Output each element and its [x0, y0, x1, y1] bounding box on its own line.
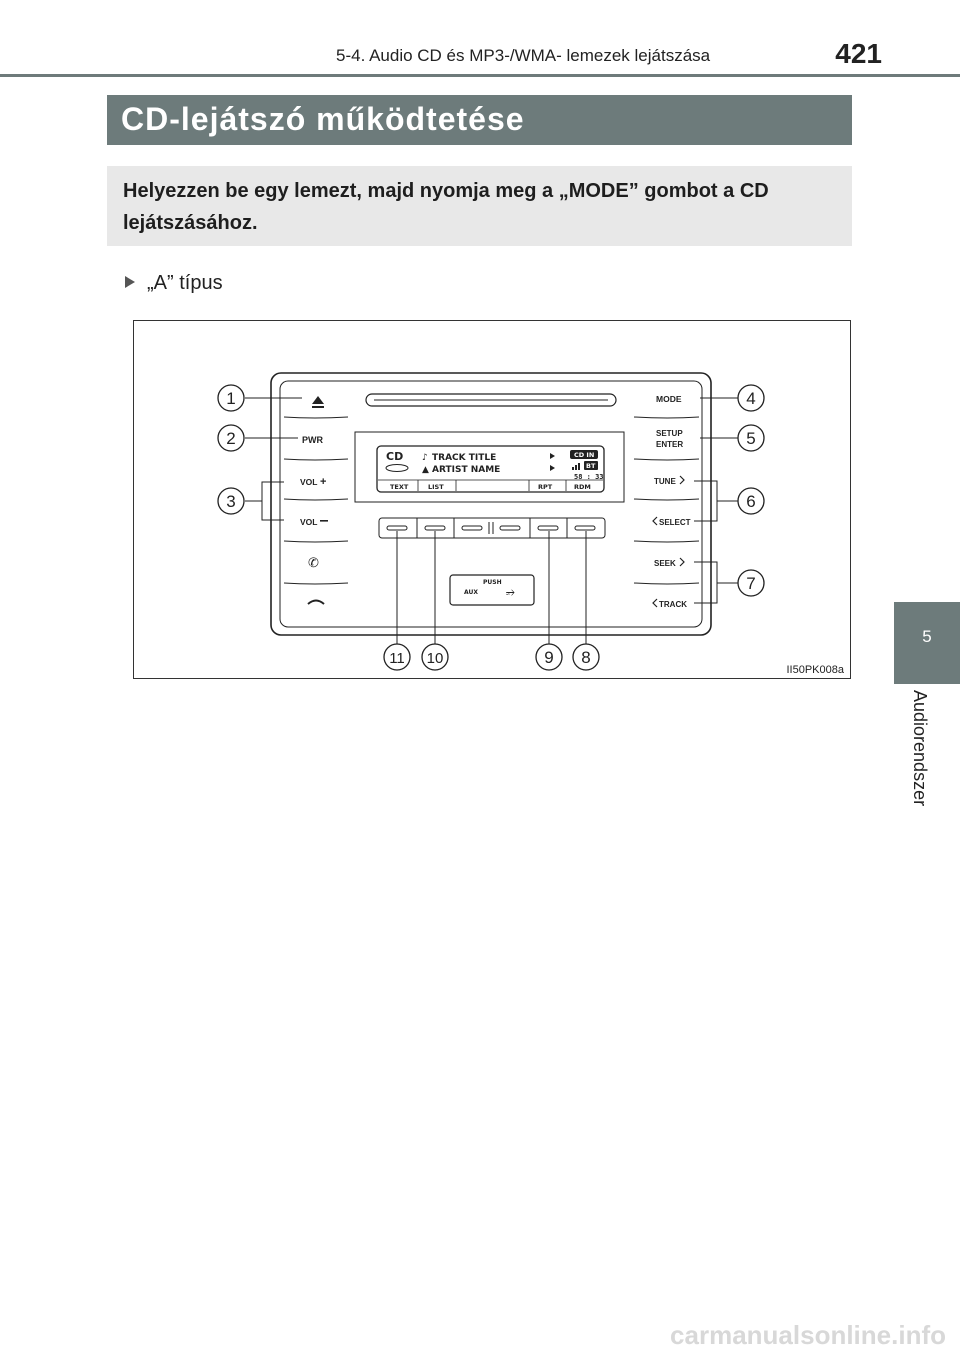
softkey-list: LIST	[428, 483, 444, 491]
watermark: carmanualsonline.info	[670, 1320, 946, 1350]
bt-badge	[584, 461, 598, 470]
minus-icon	[320, 520, 328, 522]
callout-1: 1	[226, 389, 235, 408]
preset-buttons	[386, 518, 596, 538]
right-button-dividers	[633, 416, 700, 585]
callout-3: 3	[226, 492, 235, 511]
figure-code: II50PK008a	[786, 664, 845, 676]
display-screen	[376, 445, 605, 493]
tune-button[interactable]: TUNE	[654, 477, 676, 486]
music-note-icon: ♪	[422, 453, 428, 463]
callout-6: 6	[746, 492, 755, 511]
cd-in-badge-text: CD IN	[574, 451, 594, 459]
header-rule	[0, 74, 960, 77]
callout-2: 2	[226, 429, 235, 448]
track-chevron-left-icon	[652, 598, 658, 608]
type-item: „A” típus	[125, 272, 223, 295]
audio-unit-figure: PWR VOL + VOL ✆ MODE SETUP ENTER TUNE SE…	[133, 320, 851, 679]
setup-button-label[interactable]: SETUP	[656, 429, 683, 438]
preset-button-row	[378, 517, 606, 539]
vol-up-button[interactable]: VOL	[300, 477, 317, 487]
aux-label: AUX	[464, 589, 478, 596]
callout-10: 10	[427, 650, 444, 667]
scroll-arrow-icon	[550, 453, 555, 459]
callout-8: 8	[581, 648, 590, 667]
phone-hangup-icon[interactable]	[307, 599, 325, 605]
intro-text: Helyezzen be egy lemezt, majd nyomja meg…	[123, 180, 769, 234]
select-chevron-left-icon	[652, 516, 658, 526]
pwr-button[interactable]: PWR	[302, 435, 323, 445]
callout-11: 11	[389, 650, 405, 667]
cd-slot	[365, 393, 617, 407]
display-time: 58 : 33	[574, 473, 604, 481]
eject-icon[interactable]	[312, 396, 324, 404]
faceplate-inner	[279, 380, 703, 628]
display-bezel	[354, 431, 625, 503]
push-label: PUSH	[483, 579, 502, 586]
seek-chevron-right-icon	[679, 557, 685, 567]
display-line1: TRACK TITLE	[432, 453, 496, 463]
display-source: CD	[386, 450, 403, 463]
callout-leaders	[245, 397, 741, 645]
enter-button-label[interactable]: ENTER	[656, 440, 683, 449]
plus-icon: +	[320, 476, 326, 488]
phone-pickup-icon[interactable]: ✆	[308, 556, 319, 571]
vol-down-button[interactable]: VOL	[300, 517, 317, 527]
type-label: „A” típus	[147, 272, 223, 294]
header-section-title: 5-4. Audio CD és MP3-/WMA- lemezek leját…	[336, 46, 711, 65]
chapter-tab: 5	[894, 602, 960, 684]
callouts: 1 2 3 4 5 6 7 8 9 10 11	[217, 384, 765, 671]
callout-5: 5	[746, 429, 755, 448]
select-button[interactable]: SELECT	[659, 518, 691, 527]
callout-9: 9	[544, 648, 553, 667]
eject-icon-bar	[312, 406, 324, 408]
callout-7: 7	[746, 574, 755, 593]
callout-4: 4	[746, 389, 755, 408]
tune-chevron-right-icon	[679, 475, 685, 485]
aux-usb-port[interactable]	[449, 574, 535, 606]
page-number: 421	[835, 38, 882, 69]
chapter-number: 5	[922, 627, 932, 646]
audio-unit-illustration: PWR VOL + VOL ✆ MODE SETUP ENTER TUNE SE…	[217, 372, 765, 671]
usb-icon: ⭌	[506, 585, 515, 598]
section-title-bar: CD-lejátszó működtetése	[107, 95, 852, 145]
intro-box: Helyezzen be egy lemezt, majd nyomja meg…	[107, 166, 852, 246]
cd-in-badge	[570, 450, 598, 459]
mode-button[interactable]: MODE	[656, 394, 682, 404]
bullet-arrow-icon	[125, 275, 135, 288]
softkey-rdm: RDM	[574, 483, 591, 491]
chapter-label: Audiorendszer	[910, 690, 930, 807]
track-button[interactable]: TRACK	[659, 600, 687, 609]
softkey-text: TEXT	[390, 483, 409, 491]
section-title: CD-lejátszó működtetése	[121, 101, 525, 137]
faceplate-outer	[270, 372, 712, 636]
disc-icon	[385, 464, 409, 472]
softkey-rpt: RPT	[538, 483, 553, 491]
display-line2: ARTIST NAME	[432, 465, 500, 475]
scroll-arrow-icon	[550, 465, 555, 471]
seek-button[interactable]: SEEK	[654, 559, 676, 568]
bt-badge-text: BT	[586, 462, 596, 470]
left-button-dividers	[283, 416, 349, 585]
artist-person-icon: ▲	[422, 465, 429, 475]
signal-bars-icon	[572, 463, 580, 470]
